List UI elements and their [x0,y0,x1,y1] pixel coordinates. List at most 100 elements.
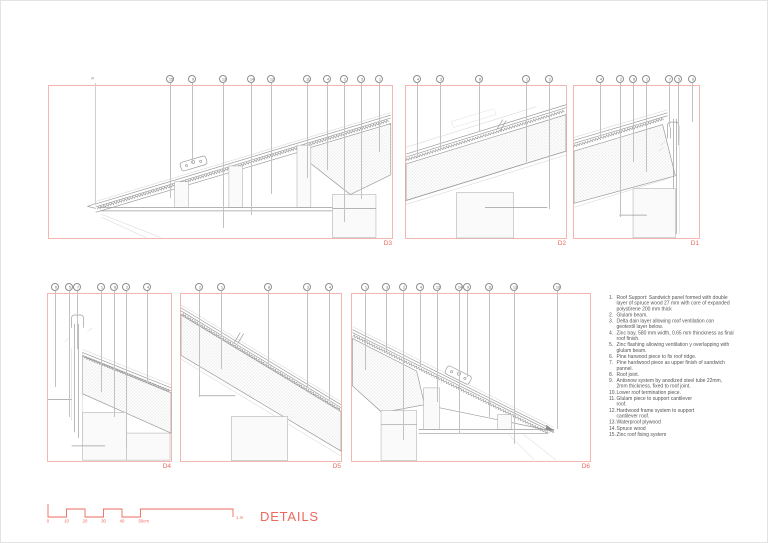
callout-leader-line [677,82,679,145]
sheet-title: DETAILS [260,509,319,524]
note-text: Roof Support: Sandwich panel formed with… [616,295,732,312]
callout-circle: 1 [375,75,383,83]
note-item: 14.Spruce wood [609,426,734,432]
callout-number: 2 [403,285,405,290]
antisnow-bracket [179,155,208,172]
glulam-column [332,194,377,238]
callout-number: 11 [488,285,492,290]
callout-number: 2 [199,285,201,290]
callout-number: 4 [327,77,329,82]
note-item: 1.Roof Support: Sandwich panel formed wi… [609,295,734,312]
note-item: 6.Pine harwood piece to fix roof ridge. [609,354,734,360]
glulam-column [632,188,676,239]
callout-circle: 5 [674,75,682,83]
callout-circle: 2 [195,283,203,291]
callout-number: 13 [513,285,517,290]
callout-number: 5 [678,77,680,82]
callout-number: 7 [669,77,671,82]
callout-leader-line [198,290,200,397]
note-item: 13.Waterproof plywood [609,420,734,426]
delta-drain-serration [405,109,565,162]
callout-circle: 6 [688,75,696,83]
scale-label: 30 [101,519,106,524]
callout-circle: 6 [51,283,59,291]
callout-leader-line [364,290,366,370]
note-number: 11. [609,396,616,402]
note-text: Hardwood frame system to support cantile… [616,407,695,419]
note-text: Glulam beam. [616,312,648,318]
note-text: Zinc flashing allowing ventilation y ove… [616,342,731,354]
callout-circle: 5 [65,283,73,291]
note-number: 1. [609,295,614,301]
callout-circle: 13 [219,75,227,83]
callout-number: 7 [77,285,79,290]
callout-number: 6 [55,285,57,290]
scale-label: 50cm [139,519,150,524]
callout-leader-line [250,82,252,215]
callout-number: 3 [307,285,309,290]
callout-number: 1 [365,285,367,290]
callout-circle: 3 [303,283,311,291]
callout-leader-line [478,82,480,132]
callout-leader-line [267,290,269,364]
delta-drain-serration [573,117,664,148]
glulam-column [380,410,417,461]
detail-drawing-d6 [352,326,557,461]
callout-number: 2 [620,77,622,82]
callout-leader-line [668,82,670,127]
callout-circle: 4 [416,283,424,291]
callout-circle: 12 [433,283,441,291]
note-text: Zinc roof fixing system [616,431,667,438]
callout-number: 12 [436,285,440,290]
scale-label: 1 m [236,515,244,520]
note-number: 12. [609,407,616,414]
note-number: 4. [609,330,614,336]
detail-label-d2: D2 [557,240,566,247]
callout-leader-line [556,290,558,429]
scale-bar: 0 10 20 30 40 50cm 1 m [47,504,244,524]
note-text: Spruce wood [616,425,646,432]
zinc-flashing-cap [667,121,680,139]
callout-circle: 3 [357,75,365,83]
callout-circle: 14 [455,283,463,291]
callout-circle: 8 [110,283,118,291]
callout-leader-line [360,82,362,199]
detail-label-d4: D4 [162,463,171,470]
callout-leader-line [220,290,222,369]
note-item: 3.Delta dain layer allowing roof ventila… [609,319,734,330]
callout-circle: 9 [463,283,471,291]
note-item: 4.Zinc tray, 580 mm width, 0.65 mm thinc… [609,330,734,341]
note-number: 14. [609,425,616,432]
note-item: 12.Hardwood frame system to support cant… [609,408,734,419]
callout-number: 1 [101,285,103,290]
callout-leader-line [691,82,693,122]
callout-leader-line [488,290,490,417]
note-text: Roof joint. [616,371,640,378]
callout-number: 1 [379,77,381,82]
detail-label-d3: D3 [383,240,392,247]
callout-circle: 8 [475,75,483,83]
callout-circle: 1 [642,75,650,83]
callout-leader-line [436,290,438,402]
callout-circle: 4 [323,75,331,83]
note-number: 13. [609,419,616,426]
callout-circle: 9 [188,75,196,83]
section-mark-line [95,83,96,205]
delta-drain-serration [180,313,340,411]
note-item: 8.Roof joint. [609,372,734,378]
callout-number: 4 [329,285,331,290]
callout-leader-line [326,82,328,170]
note-number: 3. [609,318,614,325]
callout-leader-line [169,82,171,198]
callout-leader-line [100,290,102,392]
callout-leader-line [378,82,380,152]
glulam-column [456,192,514,239]
callout-number: 9 [467,285,469,290]
antisnow-bracket [444,365,472,385]
callout-number: 8 [633,77,635,82]
